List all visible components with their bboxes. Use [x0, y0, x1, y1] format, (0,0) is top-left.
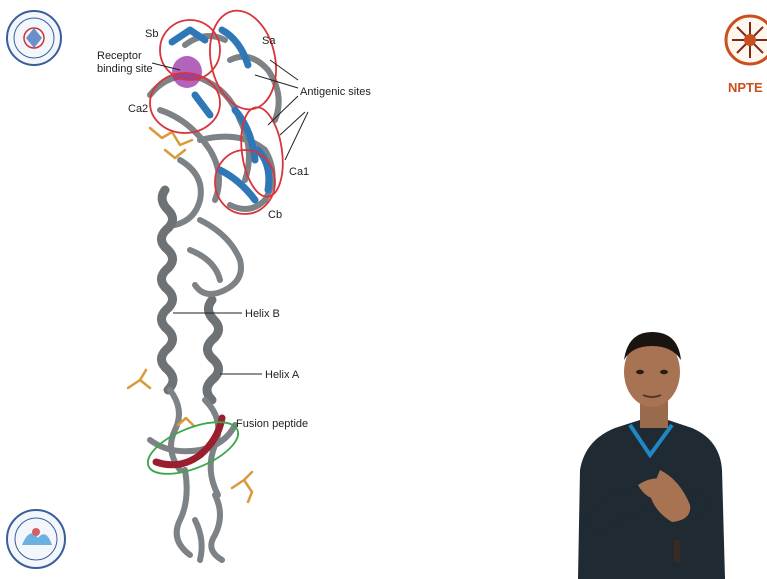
protein-structure — [128, 4, 288, 560]
label-ca2: Ca2 — [128, 103, 148, 115]
receptor-binding-site — [172, 56, 202, 88]
label-helix-b: Helix B — [245, 308, 280, 320]
label-receptor-line1: Receptor — [97, 50, 142, 62]
diagram-labels: Sb Sa Receptor binding site Ca2 Antigeni… — [97, 28, 371, 430]
label-helix-a: Helix A — [265, 369, 300, 381]
institute-logo-bottom-left — [7, 510, 65, 568]
nptel-logo: NPTE — [726, 16, 767, 95]
label-sb: Sb — [145, 28, 158, 40]
label-ca1: Ca1 — [289, 166, 309, 178]
helix-a-coil — [207, 300, 219, 400]
nptel-logo-text: NPTE — [728, 80, 763, 95]
label-fusion-peptide: Fusion peptide — [236, 418, 308, 430]
presenter-video — [578, 332, 725, 579]
institute-logo-top-left — [7, 11, 61, 65]
label-cb: Cb — [268, 209, 282, 221]
label-antigenic-sites: Antigenic sites — [300, 86, 371, 98]
helix-b-coil — [161, 190, 173, 390]
glycan-chains — [128, 128, 252, 502]
label-receptor-line2: binding site — [97, 63, 153, 75]
label-sa: Sa — [262, 35, 276, 47]
